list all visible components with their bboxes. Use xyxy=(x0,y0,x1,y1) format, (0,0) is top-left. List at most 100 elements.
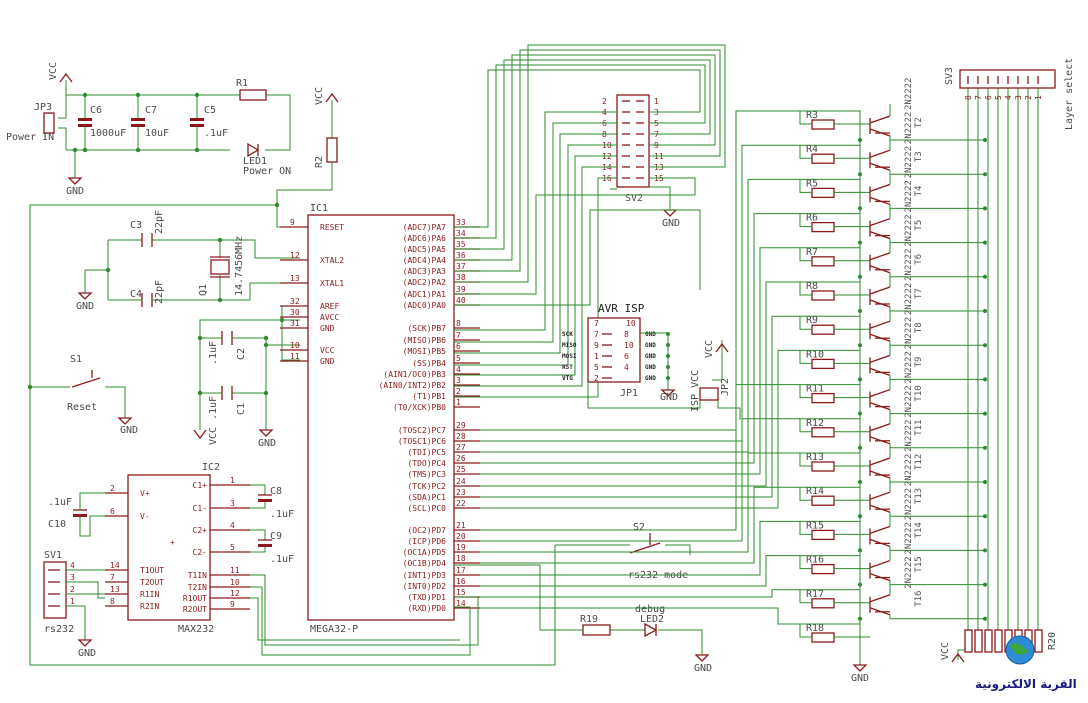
resistor-body xyxy=(811,461,835,472)
ic1-pin-name: (MISO)PB6 xyxy=(403,336,447,345)
jp3-label: JP3 xyxy=(34,102,52,113)
vcc-arrow-icon xyxy=(193,429,207,440)
ic1-pin-name: (T0/XCK)PB0 xyxy=(393,403,446,412)
ic1-pin-number: 9 xyxy=(290,218,295,227)
transistor-part-label: 2N2222 xyxy=(904,283,914,316)
isp-ref: JP1 xyxy=(620,388,638,399)
isp-gnd-label: GND xyxy=(645,375,656,382)
resistor-label: R10 xyxy=(806,349,824,360)
ic1-pin-name: (ICP)PD6 xyxy=(407,537,446,546)
ic2-pin-number: 5 xyxy=(230,543,235,552)
led1-desc: Power ON xyxy=(243,166,291,177)
ic1-pin-number: 2 xyxy=(456,387,461,396)
ic1-part: MEGA32-P xyxy=(310,624,358,635)
ic2-pin-number: 10 xyxy=(230,578,240,587)
ic1-pin-number: 25 xyxy=(456,465,466,474)
resistor-body xyxy=(811,392,835,404)
q1-label: Q1 xyxy=(198,284,209,296)
isp-pin-number: 1 xyxy=(594,352,599,361)
ic1-pin-name: (OC1B)PD4 xyxy=(403,559,447,568)
ic1-pin-number: 6 xyxy=(456,342,461,351)
ic1-pin-number: 5 xyxy=(456,354,461,363)
gnd-icon xyxy=(694,654,710,662)
transistor-part-label: 2N2222 xyxy=(904,522,914,555)
sv1-pin-number: 3 xyxy=(70,573,75,582)
resistor-label: R4 xyxy=(806,144,818,155)
ic1-pin-number: 40 xyxy=(456,296,466,305)
ic2-pin-number: 7 xyxy=(110,573,115,582)
ic2-pin-name: T2OUT xyxy=(140,578,164,587)
transistor-ref: T5 xyxy=(914,220,924,231)
transistor-part-label: 2N2222 xyxy=(904,454,914,487)
gnd-label: GND xyxy=(66,186,84,197)
ic1-pin-name: (ADC6)PA6 xyxy=(403,234,447,243)
transistor-part-label: 2N2222 xyxy=(904,180,914,213)
r19-resistor xyxy=(582,624,611,636)
ic1-pin-number: 10 xyxy=(290,341,300,350)
s2-ref: S2 xyxy=(633,522,645,533)
q1-value: 14.7456MHz xyxy=(234,236,245,296)
ic1-pin-number: 8 xyxy=(456,319,461,328)
sv2-pin-number: 2 xyxy=(602,97,607,106)
ic1-pin-number: 39 xyxy=(456,285,466,294)
resistor-body xyxy=(811,256,835,267)
ic2-pin-number: 12 xyxy=(230,589,240,598)
c10-value: .1uF xyxy=(48,497,72,508)
debug-label: debug xyxy=(635,604,665,615)
r1-resistor xyxy=(239,89,267,101)
r20-resistor-array: VCC R20 xyxy=(940,629,1058,663)
ic1-pin-number: 19 xyxy=(456,543,466,552)
resistor-body xyxy=(811,290,835,301)
ic1-pin-number: 1 xyxy=(456,398,461,407)
resistor-label: R18 xyxy=(806,623,824,634)
power-section: VCC JP3 Power IN C6 1000uF C7 10uF C5 .1… xyxy=(6,62,291,197)
resistor-body xyxy=(811,153,835,164)
ic1-pin-name: (ADC2)PA2 xyxy=(403,278,447,287)
ic2-pin-number: 8 xyxy=(110,597,115,606)
ic1-pin-number: 14 xyxy=(456,599,466,608)
ic1-pin-name: GND xyxy=(320,357,335,366)
ic2-pin-name: T1IN xyxy=(188,571,207,580)
ic1-pin-number: 11 xyxy=(290,352,300,361)
resistor-label: R15 xyxy=(806,520,824,531)
ic1-pin-number: 38 xyxy=(456,273,466,282)
vcc-arrow-icon xyxy=(951,652,965,663)
ic1-pin-number: 37 xyxy=(456,262,466,271)
resistor-body xyxy=(811,563,835,575)
isp-signal-label: RST xyxy=(562,364,573,371)
ic1-pin-name: (ADC5)PA5 xyxy=(403,245,447,254)
ic1-pin-number: 3 xyxy=(456,376,461,385)
isp-pin-number: 7 xyxy=(594,319,599,328)
ic2-pin-number: 14 xyxy=(110,561,120,570)
svg-text:+: + xyxy=(170,538,175,547)
ic1-pin-name: (SCK)PB7 xyxy=(407,324,446,333)
svg-text:GND: GND xyxy=(660,392,678,403)
resistor-body xyxy=(811,358,835,370)
transistor-part-label: 2N2222 xyxy=(904,112,914,145)
c9-value: .1uF xyxy=(270,554,294,565)
transistor-part-label: 2N2222 xyxy=(904,385,914,418)
ic1-pin-name: (ADC4)PA4 xyxy=(403,256,447,265)
ic1-pin-name: GND xyxy=(320,324,335,333)
ic1-pin-number: 12 xyxy=(290,251,300,260)
ic1-pin-name: (TXD)PD1 xyxy=(407,593,446,602)
c3-value: 22pF xyxy=(154,210,165,234)
transistor-part-label: 2N2222 xyxy=(904,248,914,281)
reset-label: Reset xyxy=(67,402,97,413)
isp-pin-number: 9 xyxy=(594,341,599,350)
ic1-pin-number: 7 xyxy=(456,331,461,340)
ic2-pin-name: R1OUT xyxy=(183,594,207,603)
sv2-pin-number: 1 xyxy=(654,97,659,106)
ic2-pin-name: C1- xyxy=(193,504,207,513)
vcc-label: VCC xyxy=(48,62,59,80)
ic1-pin-number: 22 xyxy=(456,499,466,508)
transistor-part-label: 2N2222 xyxy=(904,488,914,521)
r1-label: R1 xyxy=(236,78,248,89)
ic1-pin-name: (TDI)PC5 xyxy=(407,448,446,457)
ic2-pin-name: R1IN xyxy=(140,590,159,599)
ic1-pin-number: 26 xyxy=(456,454,466,463)
ic1-pin-number: 18 xyxy=(456,554,466,563)
